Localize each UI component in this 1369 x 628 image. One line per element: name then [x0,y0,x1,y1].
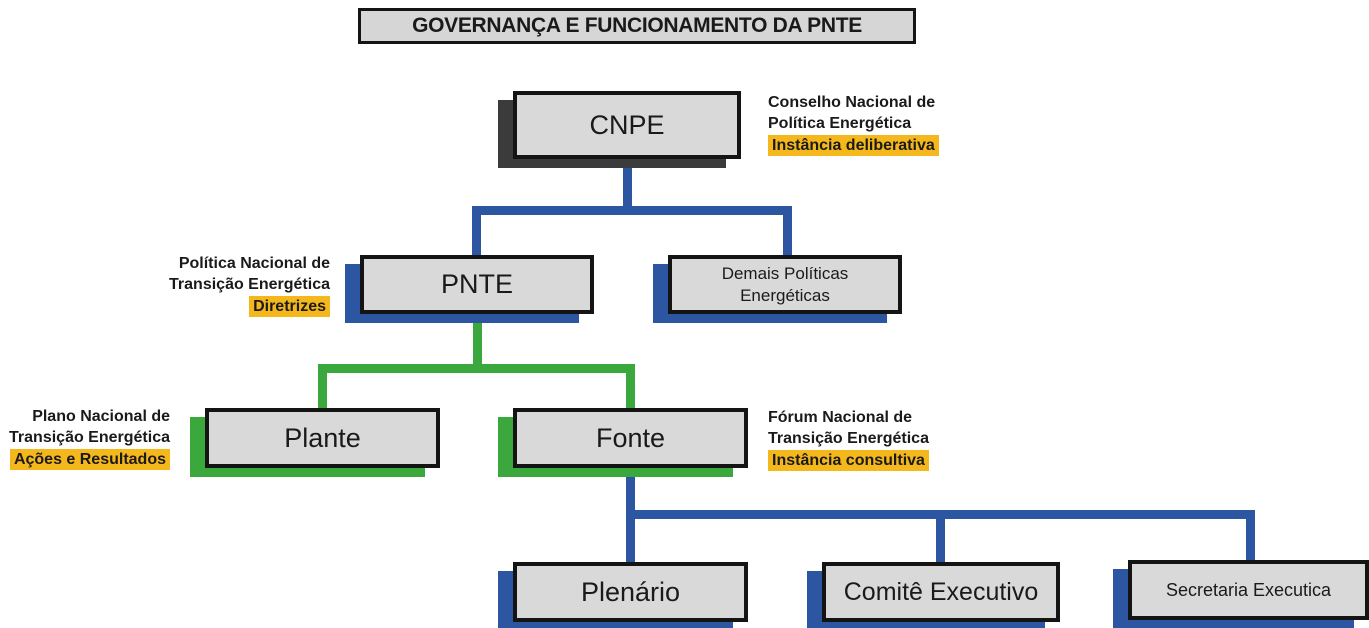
node-plante-label: Plante [284,422,361,453]
annotation-fonte-highlight: Instância consultiva [768,450,929,471]
node-demais-politicas-label: Demais Políticas Energéticas [721,263,849,305]
connector-to-secretaria [1246,510,1255,564]
connector-pnte-stem [473,313,482,373]
connector-cnpe-stem [623,158,632,215]
annotation-pnte: Política Nacional de Transição Energétic… [169,255,330,317]
node-cnpe-label: CNPE [589,109,665,140]
page-title: GOVERNANÇA E FUNCIONAMENTO DA PNTE [358,8,916,44]
connector-to-comite [936,510,945,564]
annotation-cnpe-highlight: Instância deliberativa [768,135,939,156]
node-plenario-label: Plenário [580,576,681,607]
node-demais-politicas: Demais Políticas Energéticas [668,255,902,314]
node-comite-executivo: Comitê Executivo [822,562,1060,622]
annotation-pnte-highlight: Diretrizes [249,296,330,317]
node-comite-executivo-label: Comitê Executivo [843,577,1039,606]
node-fonte: Fonte [513,408,748,468]
node-fonte-label: Fonte [595,422,666,453]
node-pnte: PNTE [360,255,594,314]
node-secretaria-executiva-label: Secretaria Executica [1165,579,1332,600]
connector-to-pnte [472,206,481,257]
connector-to-plante [318,364,327,410]
node-pnte-label: PNTE [440,269,513,299]
annotation-plante-highlight: Ações e Resultados [9,449,170,470]
connector-to-fonte [626,364,635,410]
node-cnpe: CNPE [513,91,741,159]
connector-to-demais [783,206,792,257]
annotation-fonte: Fórum Nacional de Transição Energética I… [768,409,929,471]
connector-pnte-children [318,364,635,373]
node-secretaria-executiva: Secretaria Executica [1128,560,1369,620]
annotation-cnpe: Conselho Nacional de Política Energética… [768,92,939,156]
connector-cnpe-children [472,206,792,215]
node-plenario: Plenário [513,562,748,622]
annotation-plante: Plano Nacional de Transição Energética A… [9,408,170,470]
node-plante: Plante [205,408,440,468]
